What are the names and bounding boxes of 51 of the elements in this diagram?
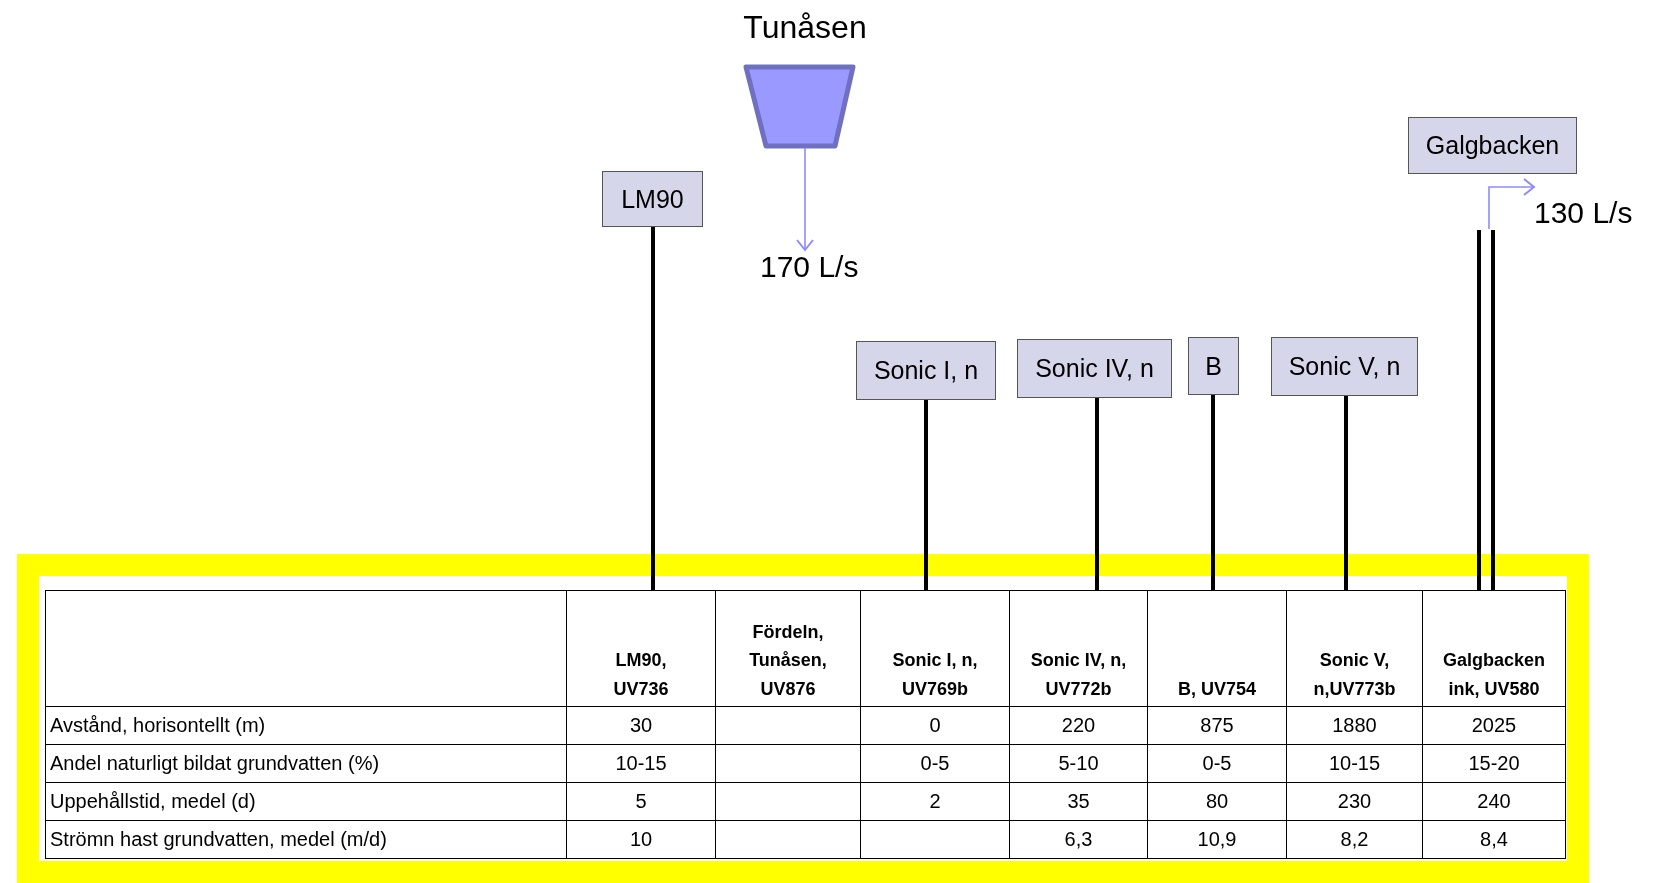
site-title: Tunåsen bbox=[742, 8, 868, 46]
table-cell: 80 bbox=[1147, 782, 1287, 821]
well-label-box bbox=[1017, 339, 1172, 398]
flow-rate-label: 170 L/s bbox=[760, 250, 859, 283]
table-cell: 0-5 bbox=[1147, 744, 1287, 783]
table-cell: 35 bbox=[1009, 782, 1148, 821]
table-cell: 6,3 bbox=[1009, 820, 1148, 859]
column-header: Galgbacken ink, UV580 bbox=[1422, 590, 1566, 707]
table-cell: 8,2 bbox=[1286, 820, 1423, 859]
well-label-box bbox=[856, 341, 996, 400]
well-name: Sonic V, n bbox=[1288, 352, 1401, 381]
well-name: Galgbacken bbox=[1425, 131, 1560, 160]
table-cell: 5 bbox=[566, 782, 716, 821]
column-header: Fördeln, Tunåsen, UV876 bbox=[715, 590, 861, 707]
row-label: Strömn hast grundvatten, medel (m/d) bbox=[45, 820, 567, 859]
well-label-box bbox=[602, 171, 703, 227]
row-label: Avstånd, horisontellt (m) bbox=[45, 706, 567, 745]
table-cell: 0 bbox=[860, 706, 1010, 745]
column-header: Sonic IV, n, UV772b bbox=[1009, 590, 1148, 707]
flow-arrow bbox=[1488, 178, 1535, 230]
table-cell: 15-20 bbox=[1422, 744, 1566, 783]
well-name: LM90 bbox=[621, 184, 684, 214]
table-cell: 5-10 bbox=[1009, 744, 1148, 783]
table-cell: 240 bbox=[1422, 782, 1566, 821]
table-cell: 0-5 bbox=[860, 744, 1010, 783]
row-label: Uppehållstid, medel (d) bbox=[45, 782, 567, 821]
well-label-box bbox=[1188, 337, 1239, 395]
column-header: Sonic I, n, UV769b bbox=[860, 590, 1010, 707]
column-header: B, UV754 bbox=[1147, 590, 1287, 707]
flow-arrow bbox=[796, 147, 814, 251]
well-name: B bbox=[1205, 351, 1222, 381]
table-cell: 10-15 bbox=[566, 744, 716, 783]
well-label-box bbox=[1408, 117, 1577, 174]
column-header: Sonic V, n,UV773b bbox=[1286, 590, 1423, 707]
table-cell: 10,9 bbox=[1147, 820, 1287, 859]
column-header: LM90, UV736 bbox=[566, 590, 716, 707]
table-cell: 10 bbox=[566, 820, 716, 859]
table-cell: 220 bbox=[1009, 706, 1148, 745]
well-name: Sonic IV, n bbox=[1035, 354, 1154, 383]
table-cell: 230 bbox=[1286, 782, 1423, 821]
table-cell: 2 bbox=[860, 782, 1010, 821]
table-cell: 30 bbox=[566, 706, 716, 745]
row-label: Andel naturligt bildat grundvatten (%) bbox=[45, 744, 567, 783]
well-label-box bbox=[1271, 337, 1418, 396]
flow-rate-label: 130 L/s bbox=[1534, 196, 1633, 229]
table-cell: 8,4 bbox=[1422, 820, 1566, 859]
well-name: Sonic I, n bbox=[873, 356, 979, 385]
table-cell: 10-15 bbox=[1286, 744, 1423, 783]
table-cell: 2025 bbox=[1422, 706, 1566, 745]
table-cell: 1880 bbox=[1286, 706, 1423, 745]
table-cell: 875 bbox=[1147, 706, 1287, 745]
